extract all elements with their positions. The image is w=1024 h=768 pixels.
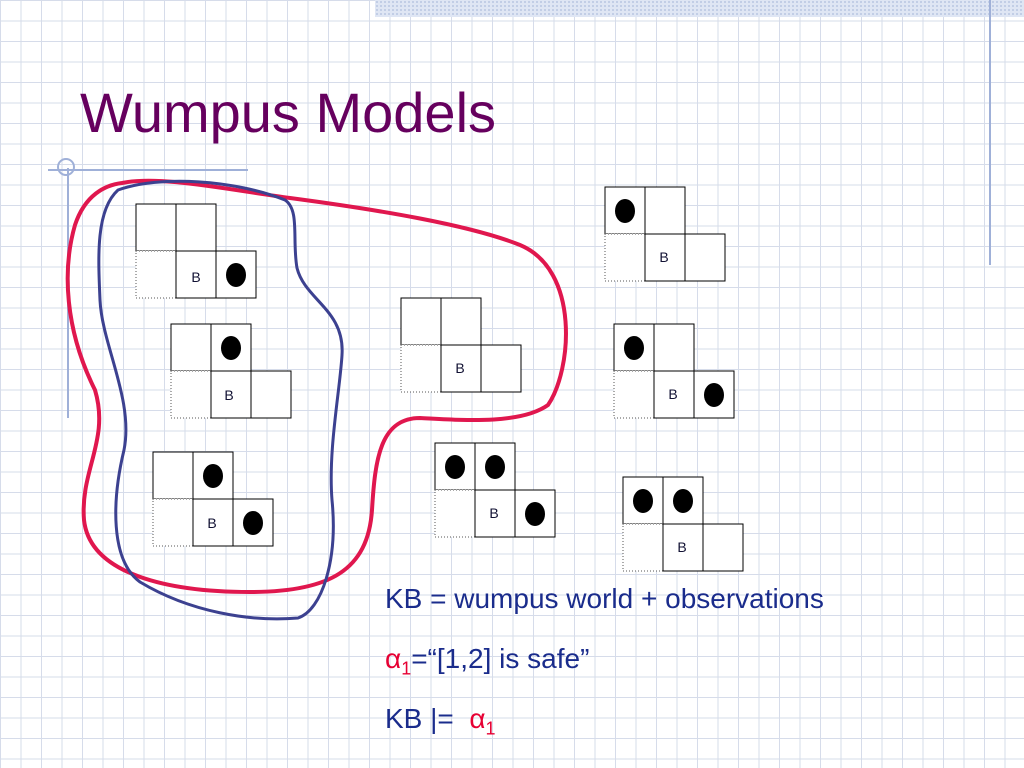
- model-4-grid: B: [400, 297, 522, 393]
- breeze-label: B: [668, 386, 677, 402]
- model-2-grid: B: [170, 323, 292, 419]
- model-8-grid: B: [622, 476, 744, 572]
- decorative-crosshair-icon: [57, 158, 75, 176]
- cell: [662, 523, 704, 572]
- model-5-grid: B: [604, 186, 726, 282]
- alpha-definition-text: =“[1,2] is safe”: [411, 643, 590, 674]
- pit-marker: [226, 263, 246, 287]
- cell: [400, 297, 442, 346]
- breeze-label: B: [224, 387, 233, 403]
- pit-marker: [615, 199, 635, 223]
- alpha-region-outline: [97, 179, 344, 621]
- kb-region-outline: [65, 178, 568, 595]
- pit-marker: [525, 502, 545, 526]
- cell: [604, 233, 646, 282]
- cell: [400, 344, 442, 393]
- cell: [702, 523, 744, 572]
- breeze-label: B: [677, 539, 686, 555]
- cell: [644, 186, 686, 235]
- entails-prefix: KB |=: [385, 703, 462, 734]
- cell: [434, 489, 476, 538]
- entailment-statement: KB |= α1: [385, 703, 496, 740]
- model-7-grid: B: [434, 442, 556, 538]
- pit-marker: [485, 455, 505, 479]
- pit-marker: [445, 455, 465, 479]
- cell: [474, 489, 516, 538]
- cell: [440, 297, 482, 346]
- cell: [613, 370, 655, 419]
- cell: [480, 344, 522, 393]
- breeze-label: B: [659, 249, 668, 265]
- pit-marker: [221, 336, 241, 360]
- model-6-grid: B: [613, 323, 735, 419]
- pit-marker: [673, 489, 693, 513]
- breeze-label: B: [455, 360, 464, 376]
- pit-marker: [633, 489, 653, 513]
- kb-definition-text: KB = wumpus world + observations: [385, 583, 824, 614]
- alpha-definition: α1=“[1,2] is safe”: [385, 643, 589, 680]
- decorative-right-line: [989, 0, 991, 265]
- kb-definition: KB = wumpus world + observations: [385, 583, 824, 615]
- breeze-label: B: [207, 515, 216, 531]
- alpha-symbol: α1: [469, 703, 495, 739]
- cell: [653, 323, 695, 372]
- pit-marker: [243, 511, 263, 535]
- cell: [175, 203, 217, 252]
- cell: [152, 451, 194, 500]
- breeze-label: B: [489, 505, 498, 521]
- cell: [250, 370, 292, 419]
- alpha-glyph: α: [469, 703, 486, 734]
- cell: [135, 250, 177, 299]
- decorative-title-rule: [48, 169, 248, 171]
- cell: [192, 451, 234, 500]
- alpha-subscript: 1: [401, 658, 412, 679]
- cell: [170, 370, 212, 419]
- cell: [152, 498, 194, 547]
- cell: [175, 250, 217, 299]
- cell: [170, 323, 212, 372]
- cell: [684, 233, 726, 282]
- cell: [622, 523, 664, 572]
- alpha-glyph: α: [385, 643, 402, 674]
- decorative-top-band: [375, 0, 1024, 17]
- cell: [644, 233, 686, 282]
- cell: [653, 370, 695, 419]
- model-3-grid: B: [152, 451, 274, 547]
- cell: [440, 344, 482, 393]
- pit-marker: [704, 383, 724, 407]
- slide-title: Wumpus Models: [80, 81, 497, 144]
- cell: [135, 203, 177, 252]
- alpha-symbol: α1: [385, 643, 411, 679]
- pit-marker: [203, 464, 223, 488]
- pit-marker: [624, 336, 644, 360]
- model-1-grid: B: [135, 203, 257, 299]
- breeze-label: B: [191, 269, 200, 285]
- alpha-subscript: 1: [485, 718, 496, 739]
